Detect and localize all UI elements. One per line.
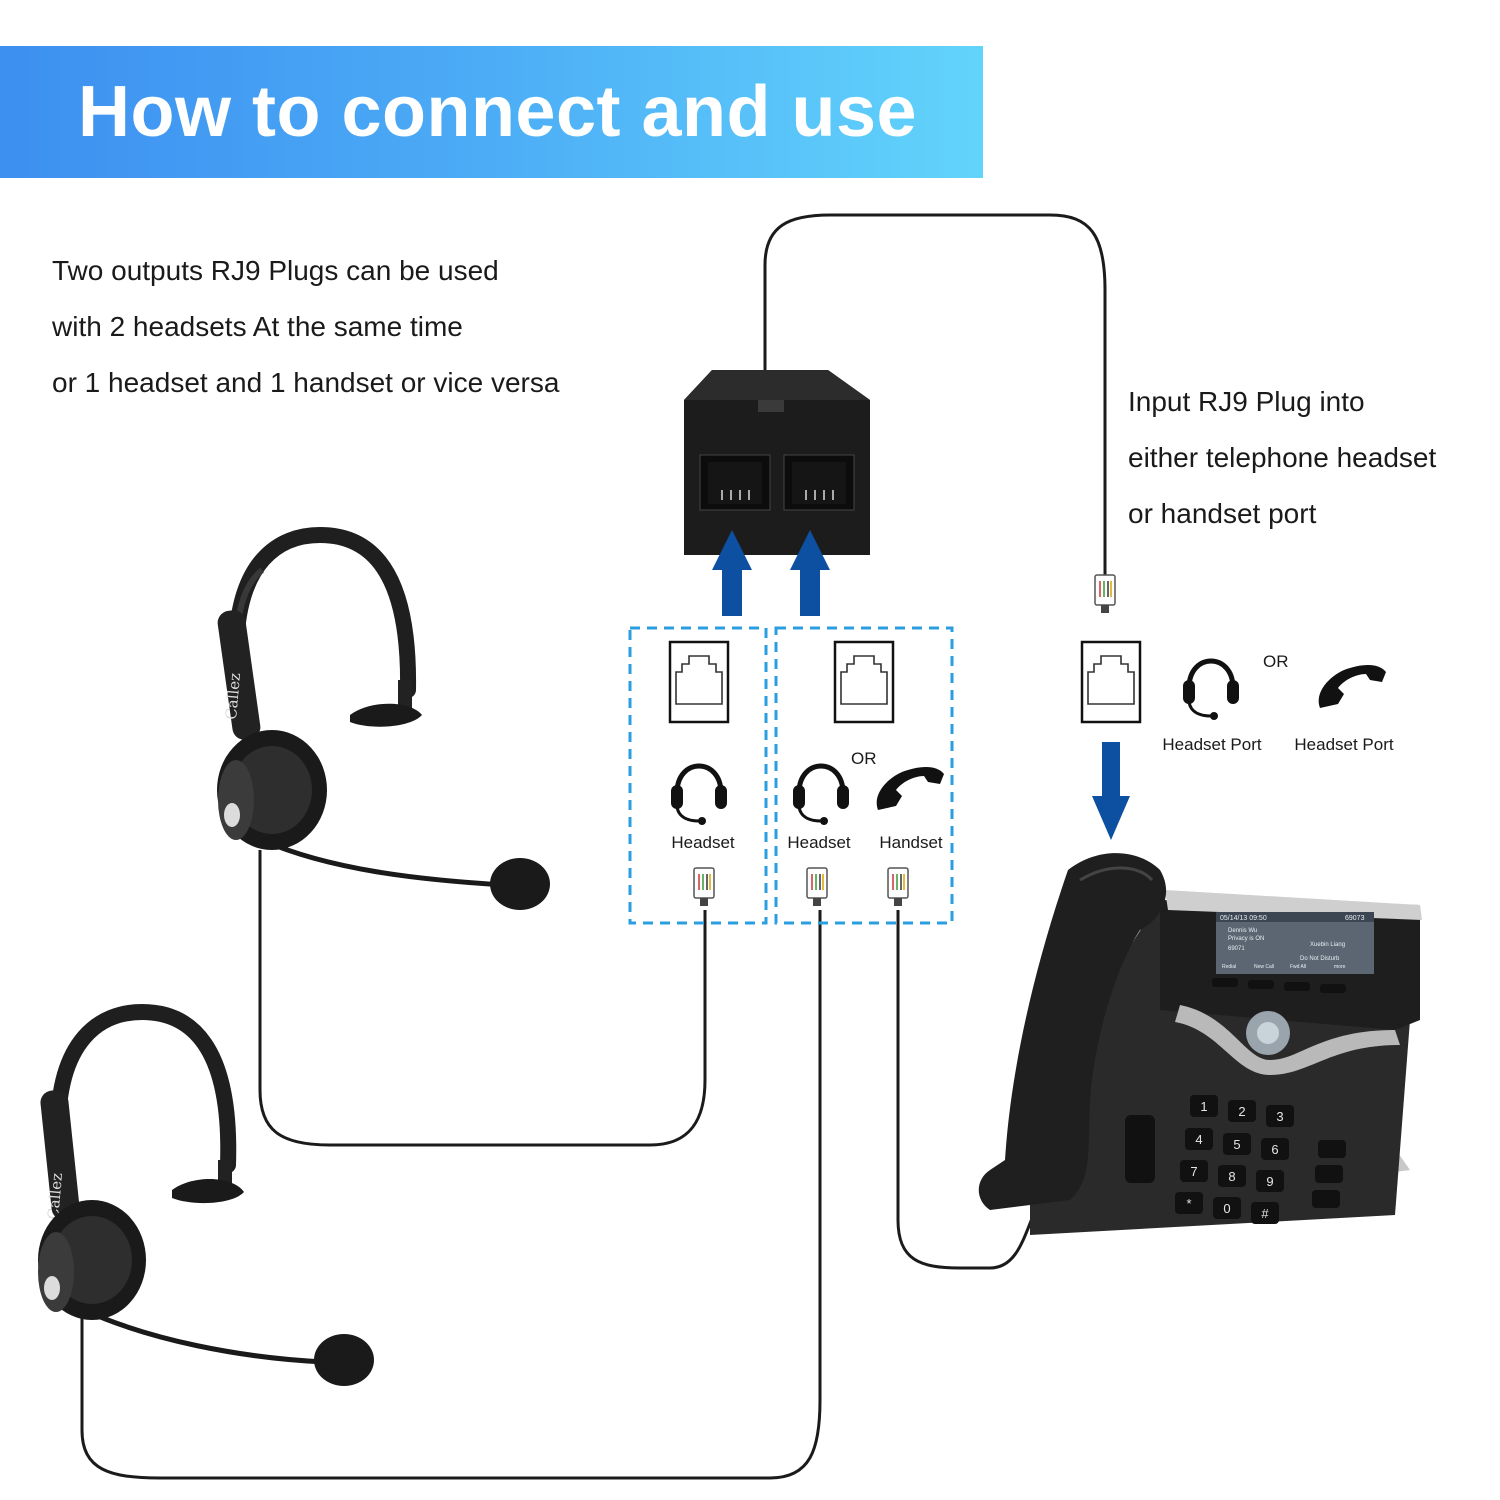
- phone-keypad: [1175, 1095, 1294, 1224]
- brand-label: Callez: [44, 1172, 66, 1220]
- handset-icon: [1318, 665, 1386, 708]
- screen-line: 69071: [1228, 946, 1245, 952]
- label-or: OR: [851, 749, 877, 768]
- arrows-up: [712, 530, 830, 616]
- label-headset-port: Headset Port: [1162, 735, 1262, 754]
- splitter-port-2: [783, 454, 855, 511]
- splitter-description: Two outputs RJ9 Plugs can be used with 2…: [52, 256, 559, 424]
- label-or: OR: [1263, 652, 1289, 671]
- phone-screen: 05/14/13 09:50 69073 Dennis Wu Privacy i…: [1216, 912, 1374, 974]
- desk-phone: 05/14/13 09:50 69073 Dennis Wu Privacy i…: [978, 853, 1422, 1235]
- input-description: Input RJ9 Plug into either telephone hea…: [1128, 387, 1436, 555]
- screen-line: Privacy is ON: [1228, 936, 1264, 942]
- rj9-plug-icon: [806, 867, 828, 907]
- handset-cable: [896, 910, 1042, 1270]
- label-headset-port: Headset Port: [1294, 735, 1394, 754]
- screen-date: 05/14/13 09:50: [1220, 915, 1267, 922]
- keypad-key: 2: [1238, 1104, 1245, 1119]
- description-line: with 2 headsets At the same time: [52, 311, 463, 342]
- label-handset: Handset: [879, 833, 943, 852]
- output-box-1: [628, 626, 768, 925]
- rj9-splitter: [684, 370, 870, 555]
- keypad-key: 7: [1190, 1164, 1197, 1179]
- brand-label: Callez: [222, 672, 244, 720]
- description-line: Input RJ9 Plug into: [1128, 386, 1365, 417]
- rj9-port-icon: [668, 640, 730, 724]
- cables: [80, 213, 1107, 1480]
- phone-handset: [978, 853, 1167, 1210]
- headset-1: Callez: [217, 526, 550, 910]
- handset-icon: [876, 767, 944, 810]
- keypad-key: 3: [1276, 1109, 1283, 1124]
- arrow-down-icon: [1092, 742, 1130, 840]
- keypad-key: 4: [1195, 1132, 1202, 1147]
- output-box-2: [774, 626, 954, 925]
- arrow-up-icon: [712, 530, 752, 616]
- screen-ext: 69073: [1345, 915, 1365, 922]
- rj9-port-icon: [1080, 640, 1142, 724]
- rj9-port-icon: [833, 640, 895, 724]
- description-line: or handset port: [1128, 498, 1317, 529]
- headset-icon: [671, 766, 727, 825]
- keypad-key: 1: [1200, 1099, 1207, 1114]
- headset-icon: [793, 766, 849, 825]
- description-line: or 1 headset and 1 handset or vice versa: [52, 367, 560, 398]
- screen-line: Xuebin Liang: [1310, 942, 1345, 948]
- description-line: either telephone headset: [1128, 442, 1437, 473]
- keypad-key: #: [1261, 1206, 1269, 1221]
- headset-2: Callez: [38, 1003, 374, 1386]
- headset-icon: [1183, 661, 1239, 720]
- input-cable: [763, 213, 1107, 575]
- keypad-key: 5: [1233, 1137, 1240, 1152]
- label-headset: Headset: [787, 833, 851, 852]
- label-headset: Headset: [671, 833, 735, 852]
- description-line: Two outputs RJ9 Plugs can be used: [52, 255, 499, 286]
- keypad-key: 8: [1228, 1169, 1235, 1184]
- screen-line: Do Not Disturb: [1300, 956, 1340, 962]
- rj9-plug-icon: [1094, 574, 1116, 614]
- keypad-key: 0: [1223, 1201, 1230, 1216]
- rj9-plug-icon: [693, 867, 715, 907]
- headset-2-cable: [80, 910, 822, 1480]
- title-banner: [0, 46, 983, 178]
- keypad-key: 6: [1271, 1142, 1278, 1157]
- softkey-label: Redial: [1222, 964, 1236, 970]
- softkey-label: more: [1334, 964, 1346, 970]
- page-title: How to connect and use: [78, 72, 918, 152]
- splitter-port-1: [699, 454, 771, 511]
- softkey-label: New Call: [1254, 964, 1274, 970]
- softkey-label: Fwd All: [1290, 964, 1306, 970]
- arrow-up-icon: [790, 530, 830, 616]
- headset-1-cable: [258, 850, 707, 1147]
- rj9-plug-icon: [887, 867, 909, 907]
- screen-line: Dennis Wu: [1228, 928, 1257, 934]
- keypad-key: *: [1186, 1196, 1191, 1211]
- keypad-key: 9: [1266, 1174, 1273, 1189]
